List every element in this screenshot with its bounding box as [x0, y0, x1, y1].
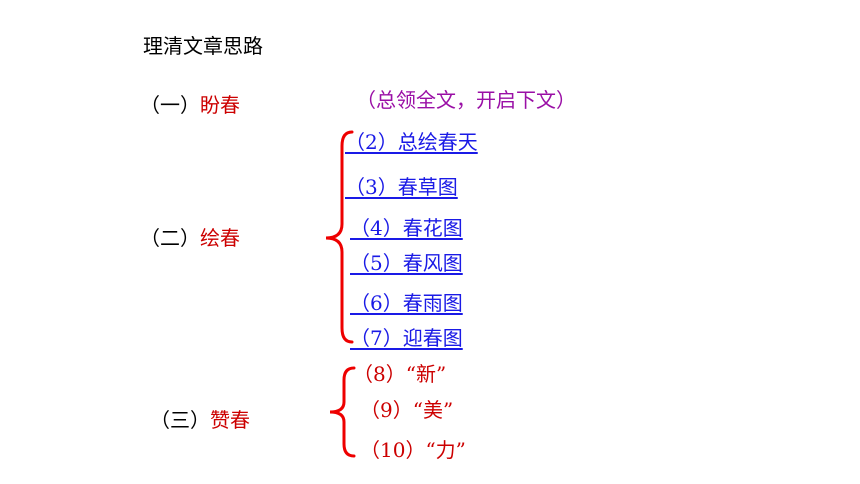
section-1-note: （总领全文，开启下文） — [356, 88, 576, 112]
section-3-label: （三）赞春 — [150, 404, 250, 433]
section-1-number: （一） — [140, 93, 200, 117]
section-2-number: （二） — [140, 226, 200, 250]
section-3-name: 赞春 — [210, 408, 250, 432]
section-1-label: （一）盼春 — [140, 89, 240, 118]
item-9-text: （9）“美” — [360, 398, 454, 422]
section-2-name: 绘春 — [200, 226, 240, 250]
item-4-link[interactable]: （4）春花图 — [350, 216, 463, 240]
item-6-link[interactable]: （6）春雨图 — [350, 291, 463, 315]
item-3-link[interactable]: （3）春草图 — [345, 175, 458, 199]
item-7-link[interactable]: （7）迎春图 — [350, 326, 463, 350]
item-2-link[interactable]: （2）总绘春天 — [345, 130, 478, 154]
section-3-brace — [329, 366, 356, 458]
section-2-label: （二）绘春 — [140, 222, 240, 251]
page-title: 理清文章思路 — [143, 34, 263, 58]
section-1-name: 盼春 — [200, 93, 240, 117]
section-3-number: （三） — [150, 408, 210, 432]
item-10-text: （10）“力” — [360, 438, 466, 462]
section-2-brace — [325, 130, 354, 344]
item-8-text: （8）“新” — [353, 362, 447, 386]
item-5-link[interactable]: （5）春风图 — [350, 251, 463, 275]
